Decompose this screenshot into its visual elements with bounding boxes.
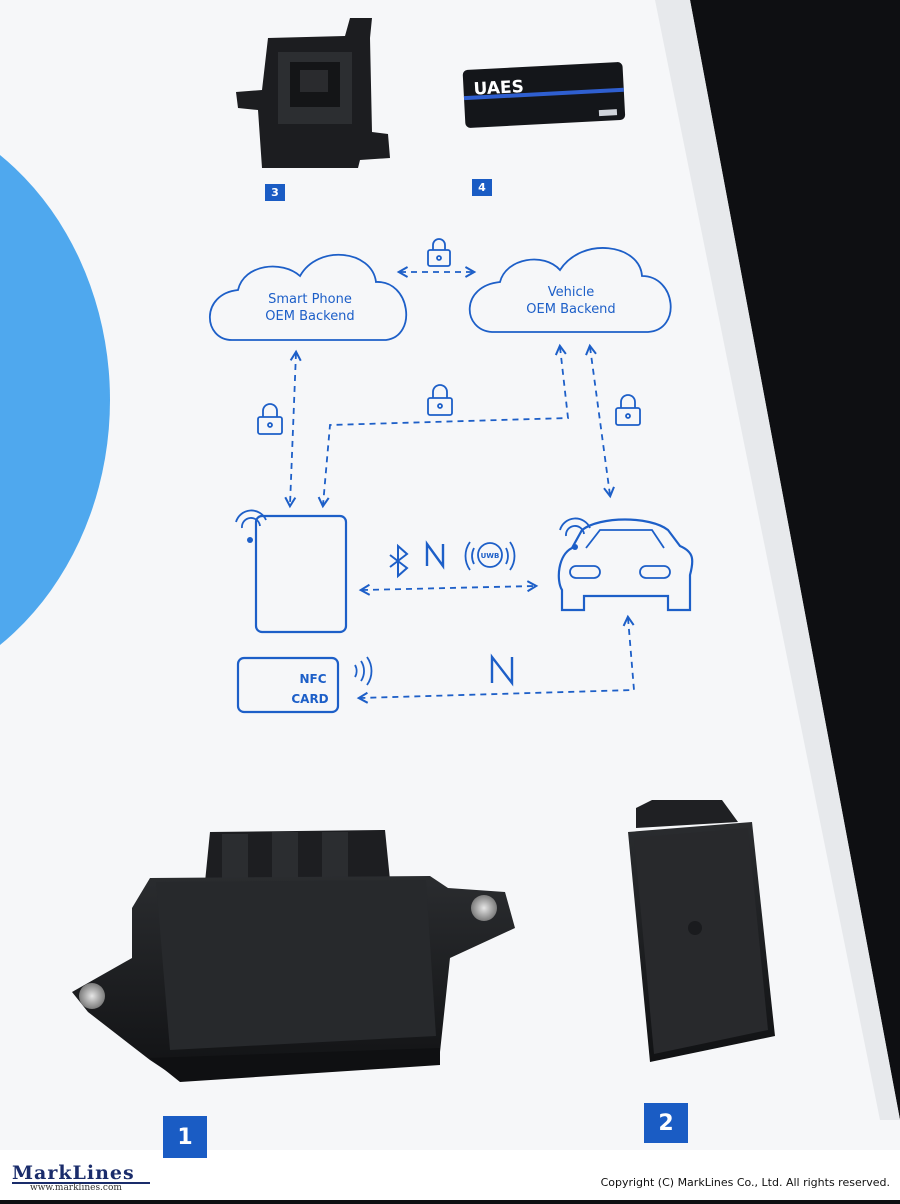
car-icon <box>557 517 694 612</box>
product-4-uaes-card: UAES <box>462 62 626 128</box>
board-edge <box>655 0 900 1120</box>
smartphone-cloud-shape <box>209 254 408 341</box>
smartphone-icon <box>235 509 348 634</box>
vehicle-cloud-line1: Vehicle <box>548 285 595 300</box>
product-3-bracket <box>236 18 390 168</box>
nfc-card-line2: CARD <box>291 692 328 706</box>
lock-icon <box>427 238 451 267</box>
uwb-icon <box>464 541 516 571</box>
vehicle-cloud-line2: OEM Backend <box>526 302 615 317</box>
footer-strip <box>0 1150 900 1200</box>
nfc-card-line1: NFC <box>299 672 326 686</box>
nfc-icon <box>425 540 445 570</box>
diagram-text: Smart Phone OEM Backend Vehicle OEM Back… <box>265 285 615 706</box>
product-label-2: 2 <box>644 1103 688 1143</box>
nfc-icon <box>490 653 514 687</box>
marklines-url: www.marklines.com <box>30 1183 122 1193</box>
marklines-logo: MarkLines <box>12 1162 135 1184</box>
lock-icon <box>427 384 453 416</box>
nfc-card-icon <box>236 656 373 714</box>
lock-icon <box>615 394 641 426</box>
smartphone-cloud-line2: OEM Backend <box>265 309 354 324</box>
diagram <box>209 238 694 714</box>
smartphone-cloud-line1: Smart Phone <box>268 292 352 307</box>
vehicle-cloud-shape <box>468 247 672 333</box>
lock-icon <box>257 403 283 435</box>
uaes-card-text: UAES <box>473 77 524 100</box>
product-2-box <box>628 800 775 1062</box>
bluetooth-icon <box>389 543 409 579</box>
copyright-text: Copyright (C) MarkLines Co., Ltd. All ri… <box>600 1176 890 1189</box>
logo-underline <box>12 1182 150 1184</box>
product-1-module <box>72 830 515 1082</box>
product-label-4: 4 <box>472 179 492 196</box>
uwb-label: UWB <box>481 552 500 560</box>
product-label-1: 1 <box>163 1116 207 1158</box>
blue-circle-decoration <box>0 154 110 646</box>
product-label-3: 3 <box>265 184 285 201</box>
